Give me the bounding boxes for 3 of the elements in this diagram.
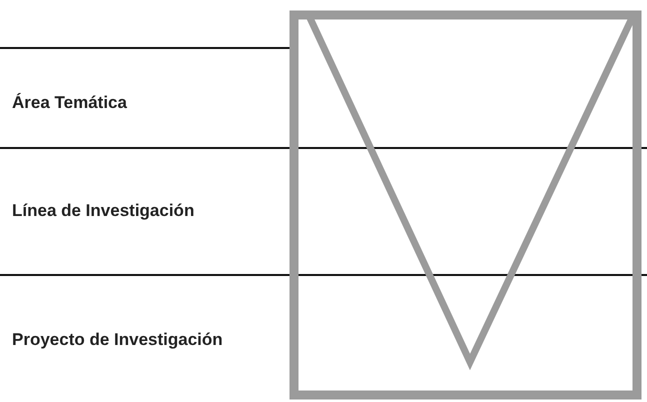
level-label: Área Temática <box>12 93 127 113</box>
level-label: Proyecto de Investigación <box>12 330 223 350</box>
level-label: Línea de Investigación <box>12 201 194 221</box>
